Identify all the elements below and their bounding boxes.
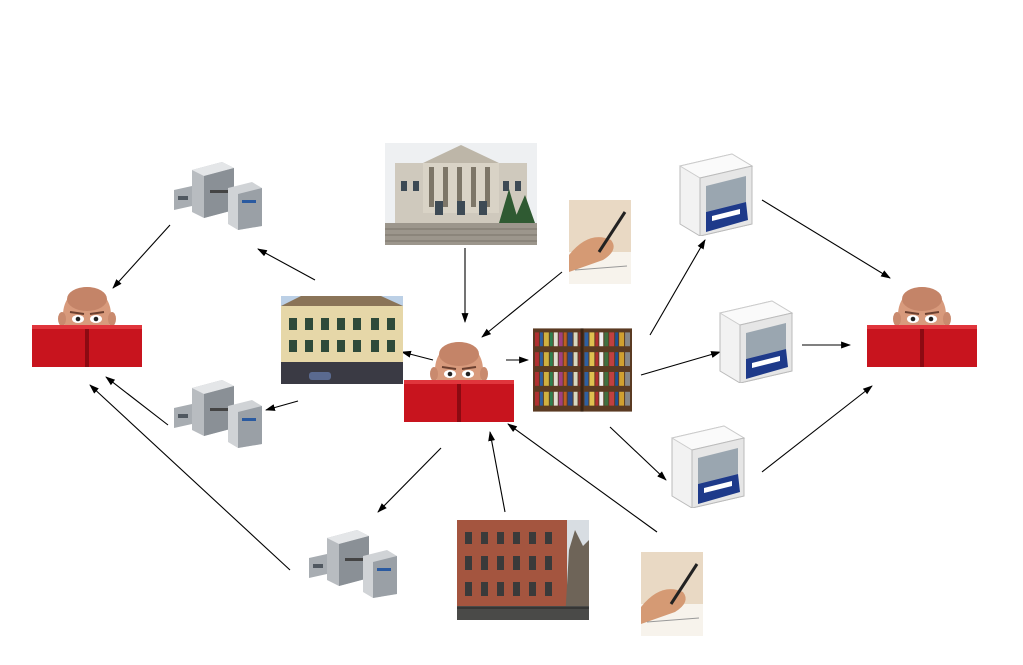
bookshop-building-photo: [281, 296, 403, 384]
desktop-printer-icon: [716, 293, 796, 383]
arrow: [488, 431, 506, 513]
arrow: [609, 426, 667, 481]
arrow: [401, 350, 434, 361]
desktop-printer-icon: [668, 418, 748, 508]
arrow: [112, 224, 171, 289]
library-building-photo: [385, 143, 537, 245]
arrow: [481, 271, 563, 338]
brick-building-photo: [457, 520, 589, 620]
arrow: [640, 351, 721, 376]
arrow: [257, 248, 316, 281]
reader-with-book-icon: [32, 285, 142, 367]
desktop-printer-icon: [676, 146, 756, 236]
arrow: [761, 199, 891, 279]
arrow: [105, 376, 169, 426]
bookshelves-photo: [533, 328, 632, 412]
reader-with-book-icon: [404, 340, 514, 422]
arrow: [649, 239, 706, 336]
writing-hand-photo: [569, 200, 631, 284]
industrial-printer-icon: [170, 378, 262, 448]
arrow: [377, 447, 442, 513]
arrow: [761, 385, 873, 473]
industrial-printer-icon: [170, 160, 262, 230]
writing-hand-photo: [641, 552, 703, 636]
reader-with-book-icon: [867, 285, 977, 367]
arrow: [265, 400, 299, 411]
arrow: [89, 384, 291, 571]
arrow: [507, 423, 658, 533]
industrial-printer-icon: [305, 528, 397, 598]
